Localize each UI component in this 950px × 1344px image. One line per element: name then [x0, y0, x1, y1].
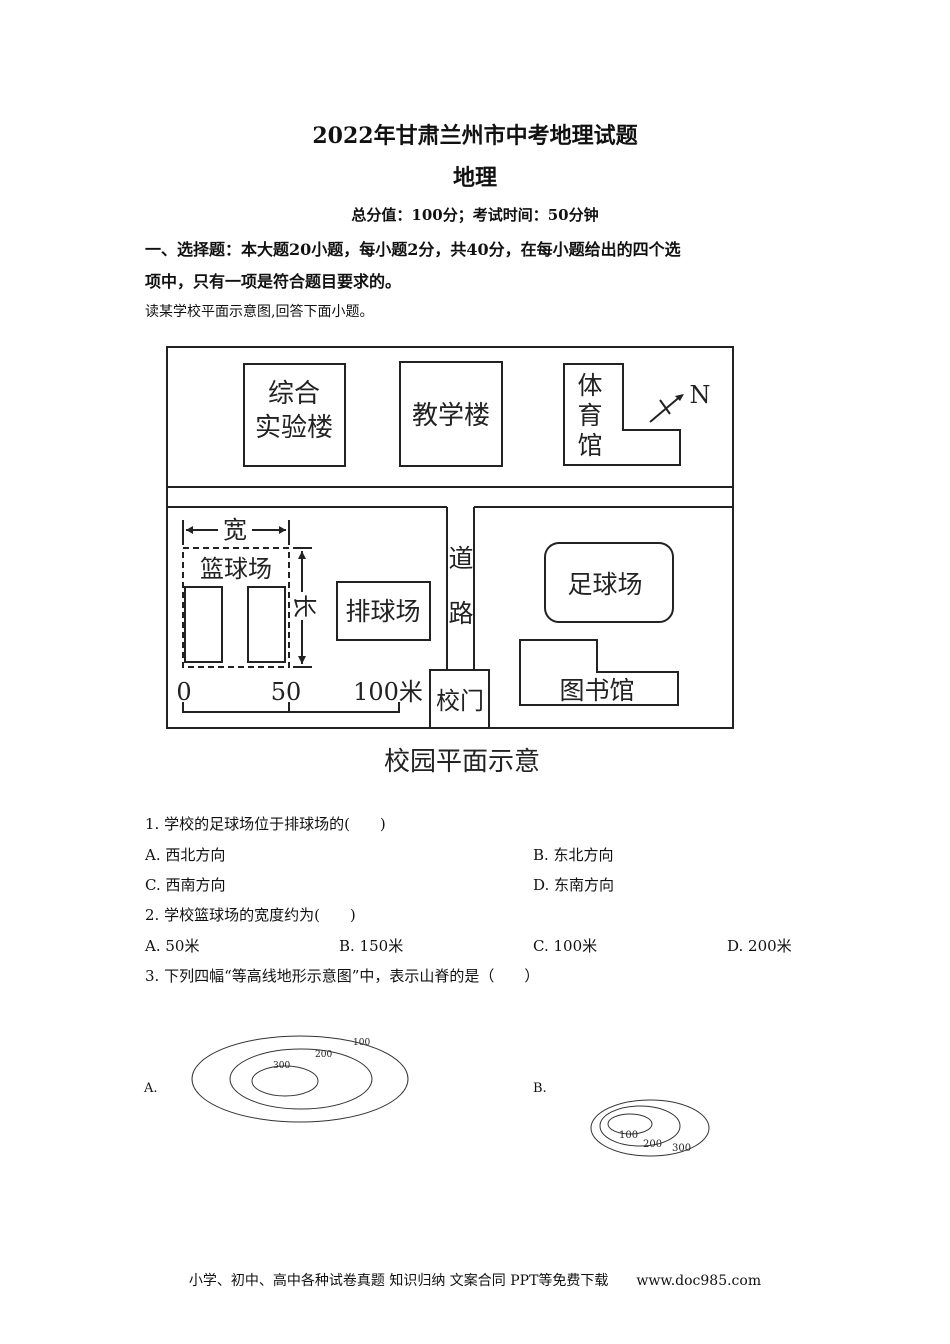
contour-a-label-200: 200	[315, 1050, 332, 1060]
label-road-2: 路	[448, 599, 473, 628]
q1-option-c: C. 西南方向	[145, 876, 226, 894]
football-field	[544, 542, 674, 623]
q1-option-b: B. 东北方向	[533, 846, 614, 864]
lab-building	[243, 363, 346, 467]
contour-a-label-300: 300	[273, 1061, 290, 1071]
label-lab-1: 综合	[268, 379, 320, 409]
contour-b-300	[590, 1099, 710, 1157]
question-2: 2. 学校篮球场的宽度约为( )	[145, 906, 356, 924]
contour-b-200	[599, 1105, 681, 1147]
subject-title: 地理	[452, 165, 497, 191]
contour-a-label-100: 100	[353, 1038, 370, 1048]
q2-option-c: C. 100米	[533, 937, 598, 955]
label-gym-1: 体	[577, 371, 602, 400]
north-label: N	[690, 381, 711, 409]
intro-text: 读某学校平面示意图,回答下面小题。	[145, 304, 374, 320]
label-teaching: 教学楼	[412, 401, 490, 431]
contour-a-300	[251, 1065, 319, 1097]
label-lab-2: 实验楼	[255, 413, 333, 443]
label-football: 足球场	[567, 570, 642, 599]
q2-option-a: A. 50米	[145, 937, 200, 955]
question-3: 3. 下列四幅“等高线地形示意图”中，表示山脊的是（ ）	[145, 967, 540, 985]
q2-option-b: B. 150米	[339, 937, 404, 955]
library	[519, 639, 679, 706]
contour-a-200	[229, 1048, 373, 1110]
contour-b-label-100: 100	[619, 1130, 638, 1141]
section-heading-2: 项中，只有一项是符合题目要求的。	[145, 272, 402, 291]
exam-info: 总分值：100分；考试时间：50分钟	[351, 206, 599, 224]
footer-text: 小学、初中、高中各种试卷真题 知识归纳 文案合同 PPT等免费下载 www.do…	[188, 1273, 762, 1289]
label-basketball: 篮球场	[200, 555, 272, 583]
q3-option-a: A.	[144, 1081, 158, 1096]
scale-50: 50	[271, 678, 302, 706]
label-gym-2: 育	[577, 401, 602, 430]
label-library: 图书馆	[559, 676, 634, 705]
campus-map: 综合 实验楼 教学楼 体 育 馆 N 道 路 宽 篮球场 长 排球场 足球场 图…	[166, 346, 734, 777]
q1-option-a: A. 西北方向	[145, 846, 226, 864]
q1-option-d: D. 东南方向	[533, 876, 615, 894]
length-label: 长	[290, 594, 318, 618]
map-caption: 校园平面示意	[384, 747, 540, 777]
section-heading-1: 一、选择题：本大题20小题，每小题2分，共40分，在每小题给出的四个选	[145, 240, 681, 259]
scale-0: 0	[176, 678, 191, 706]
page-title: 2022年甘肃兰州市中考地理试题	[312, 123, 638, 149]
q2-option-d: D. 200米	[727, 937, 792, 955]
q3-option-b: B.	[533, 1081, 547, 1096]
contour-b-label-300: 300	[672, 1143, 691, 1154]
label-road-1: 道	[448, 544, 473, 573]
label-volleyball: 排球场	[345, 597, 420, 626]
volleyball-court	[336, 581, 431, 641]
teaching-building	[399, 361, 503, 467]
gym	[563, 363, 681, 466]
school-gate	[429, 669, 490, 729]
question-1: 1. 学校的足球场位于排球场的( )	[145, 815, 386, 833]
contour-a-100	[191, 1035, 409, 1123]
contour-b-label-200: 200	[643, 1139, 662, 1150]
contour-maps: 100 200 300 100 200 300	[191, 1035, 710, 1157]
width-label: 宽	[223, 516, 247, 544]
label-gate: 校门	[436, 687, 484, 715]
label-gym-3: 馆	[577, 431, 602, 460]
scale-100: 100米	[353, 678, 423, 706]
contour-b-100	[607, 1113, 653, 1135]
basketball-court-outline	[182, 547, 290, 668]
